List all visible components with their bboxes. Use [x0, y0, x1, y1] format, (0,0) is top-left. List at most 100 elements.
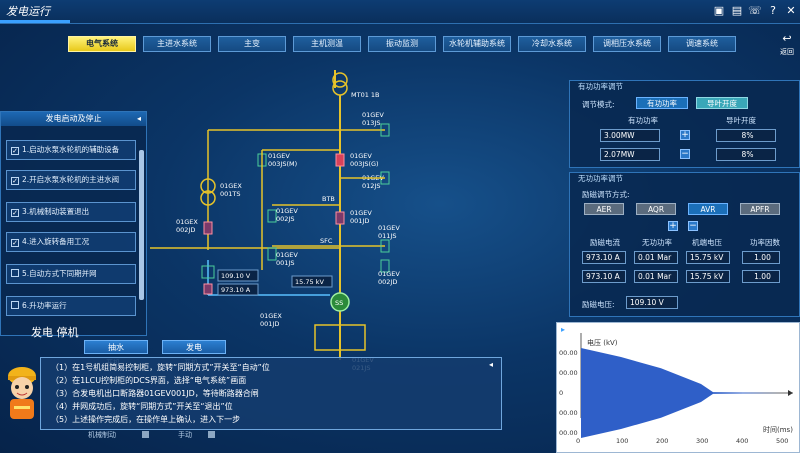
- terminal-voltage-actual: 15.75 kV: [686, 270, 730, 283]
- mode-apfr-button[interactable]: APFR: [740, 203, 780, 215]
- checkbox-icon[interactable]: [11, 301, 19, 309]
- label-013js-a: 01GEV: [362, 111, 384, 119]
- back-arrow-icon: ↩: [782, 32, 792, 45]
- active-power-setpoint[interactable]: 3.00MW: [600, 129, 660, 142]
- col-terminal-voltage: 机端电压: [692, 238, 722, 247]
- cut-off-label: 发电 停机: [31, 326, 79, 339]
- label-001jd-a: 01GEV: [350, 209, 372, 217]
- label-011js-a: 01GEV: [378, 224, 400, 232]
- tab-speed-control[interactable]: 调速系统: [668, 36, 736, 52]
- label-003jsg-a: 01GEV: [350, 152, 372, 160]
- label-gex001jd-b: 001JD: [260, 320, 279, 328]
- lower-bus-box: [314, 324, 366, 351]
- transformer-hv-winding: [332, 72, 348, 88]
- label-003jsm-a: 01GEV: [268, 152, 290, 160]
- step-item[interactable]: ✓3.机械制动装置退出: [6, 202, 136, 222]
- tab-main-water[interactable]: 主进水系统: [143, 36, 211, 52]
- readout-kv-box: [291, 275, 333, 288]
- increase-button[interactable]: +: [680, 130, 690, 140]
- excitation-mode-label: 励磁调节方式:: [582, 190, 630, 199]
- doc-icon[interactable]: ▤: [731, 4, 743, 17]
- excitation-voltage-label: 励磁电压:: [582, 300, 615, 309]
- back-label: 返回: [780, 48, 794, 56]
- save-icon[interactable]: ▣: [713, 4, 725, 17]
- guide-vane-setpoint[interactable]: 8%: [716, 129, 776, 142]
- tab-phase-modulation[interactable]: 调相压水系统: [593, 36, 661, 52]
- power-factor-actual: 1.00: [742, 270, 780, 283]
- mechanical-brake-label: 机械制动: [88, 431, 116, 439]
- close-icon[interactable]: ✕: [786, 4, 796, 17]
- step-label: 1.启动水泵水轮机的辅助设备: [22, 145, 120, 154]
- checkbox-icon[interactable]: ✓: [11, 147, 19, 155]
- instruction-collapse-icon[interactable]: ◂: [489, 360, 494, 369]
- label-002js-a: 01GEV: [276, 207, 298, 215]
- regulation-mode-label: 调节模式:: [582, 100, 615, 109]
- phone-icon[interactable]: ☏: [748, 4, 762, 17]
- breaker-gex002jd: [203, 221, 213, 235]
- step-item[interactable]: ✓1.启动水泵水轮机的辅助设备: [6, 140, 136, 160]
- reactive-decrease-button[interactable]: −: [688, 221, 698, 231]
- help-icon[interactable]: ?: [770, 4, 776, 17]
- manual-checkbox[interactable]: [208, 431, 215, 438]
- exc-transformer-top: [200, 178, 216, 194]
- step-item[interactable]: 6.升功率运行: [6, 296, 136, 316]
- y-tick-label: 00.00: [559, 429, 578, 437]
- isolator-013js: [380, 123, 390, 137]
- chart-expand-icon[interactable]: ▸: [561, 325, 566, 334]
- checkbox-icon[interactable]: ✓: [11, 209, 19, 217]
- label-013js-b: 013JS: [362, 119, 380, 127]
- pump-mode-button[interactable]: 抽水: [84, 340, 148, 354]
- generator-label: SS: [335, 299, 343, 307]
- label-003jsm-b: 003JS(M): [268, 160, 297, 168]
- step-item[interactable]: ✓4.进入旋转备用工况: [6, 232, 136, 252]
- x-tick-label: 300: [696, 437, 708, 445]
- tab-vibration[interactable]: 振动监测: [368, 36, 436, 52]
- generate-mode-button[interactable]: 发电: [162, 340, 226, 354]
- label-002js-b: 002JS: [276, 215, 294, 223]
- mode-aqr-button[interactable]: AQR: [636, 203, 676, 215]
- step-label: 3.机械制动装置退出: [22, 207, 90, 216]
- checkbox-icon[interactable]: ✓: [11, 177, 19, 185]
- tab-turbine-aux[interactable]: 水轮机辅助系统: [443, 36, 511, 52]
- mode-active-power-button[interactable]: 有功功率: [636, 97, 688, 109]
- label-001js-b: 001JS: [276, 259, 294, 267]
- step-label: 6.升功率运行: [22, 301, 67, 310]
- instruction-line: （3）合发电机出口断路器01GEV001JD，等待断路器合闸: [51, 389, 259, 398]
- tab-main-transformer[interactable]: 主变: [218, 36, 286, 52]
- reactive-power-title: 无功功率调节: [578, 174, 623, 183]
- tab-electrical[interactable]: 电气系统: [68, 36, 136, 52]
- label-sfc: SFC: [320, 237, 333, 245]
- label-gex002jd-b: 002JD: [176, 226, 195, 234]
- step-list-scrollbar[interactable]: [139, 150, 144, 300]
- checkbox-icon[interactable]: ✓: [11, 239, 19, 247]
- decrease-button[interactable]: −: [680, 149, 690, 159]
- panel-collapse-icon[interactable]: ◂: [137, 114, 142, 123]
- mode-guide-vane-button[interactable]: 导叶开度: [696, 97, 748, 109]
- brake-checkbox[interactable]: [142, 431, 149, 438]
- mode-aer-button[interactable]: AER: [584, 203, 624, 215]
- rectifier-box: [201, 265, 215, 279]
- reactive-power-panel: 无功功率调节 励磁调节方式: AER AQR AVR APFR + − 励磁电流…: [569, 172, 800, 317]
- label-001js-a: 01GEV: [276, 251, 298, 259]
- active-power-actual: 2.07MW: [600, 148, 660, 161]
- tab-cooling-water[interactable]: 冷却水系统: [518, 36, 586, 52]
- mode-avr-button[interactable]: AVR: [688, 203, 728, 215]
- terminal-voltage-value[interactable]: 15.75 kV: [686, 251, 730, 264]
- step-item[interactable]: 5.自动方式下同期并网: [6, 264, 136, 284]
- mt-label: MT01 1B: [351, 91, 380, 99]
- tab-temperature[interactable]: 主机测温: [293, 36, 361, 52]
- start-stop-panel: 发电启动及停止 ◂ ✓1.启动水泵水轮机的辅助设备 ✓2.开启水泵水轮机的主进水…: [0, 111, 147, 339]
- reactive-power-value[interactable]: 0.01 Mar: [634, 251, 678, 264]
- breaker-001jd: [335, 211, 345, 225]
- chart-ylabel: 电压 (kV): [587, 338, 618, 347]
- readout-voltage: 109.10 V: [221, 272, 251, 280]
- checkbox-icon[interactable]: [11, 269, 19, 277]
- back-button[interactable]: ↩ 返回: [776, 32, 798, 57]
- reactive-increase-button[interactable]: +: [668, 221, 678, 231]
- isolator-011js: [380, 239, 390, 253]
- power-factor-value[interactable]: 1.00: [742, 251, 780, 264]
- step-label: 5.自动方式下同期并网: [22, 269, 97, 278]
- excitation-current-value[interactable]: 973.10 A: [582, 251, 626, 264]
- step-item[interactable]: ✓2.开启水泵水轮机的主进水阀: [6, 170, 136, 190]
